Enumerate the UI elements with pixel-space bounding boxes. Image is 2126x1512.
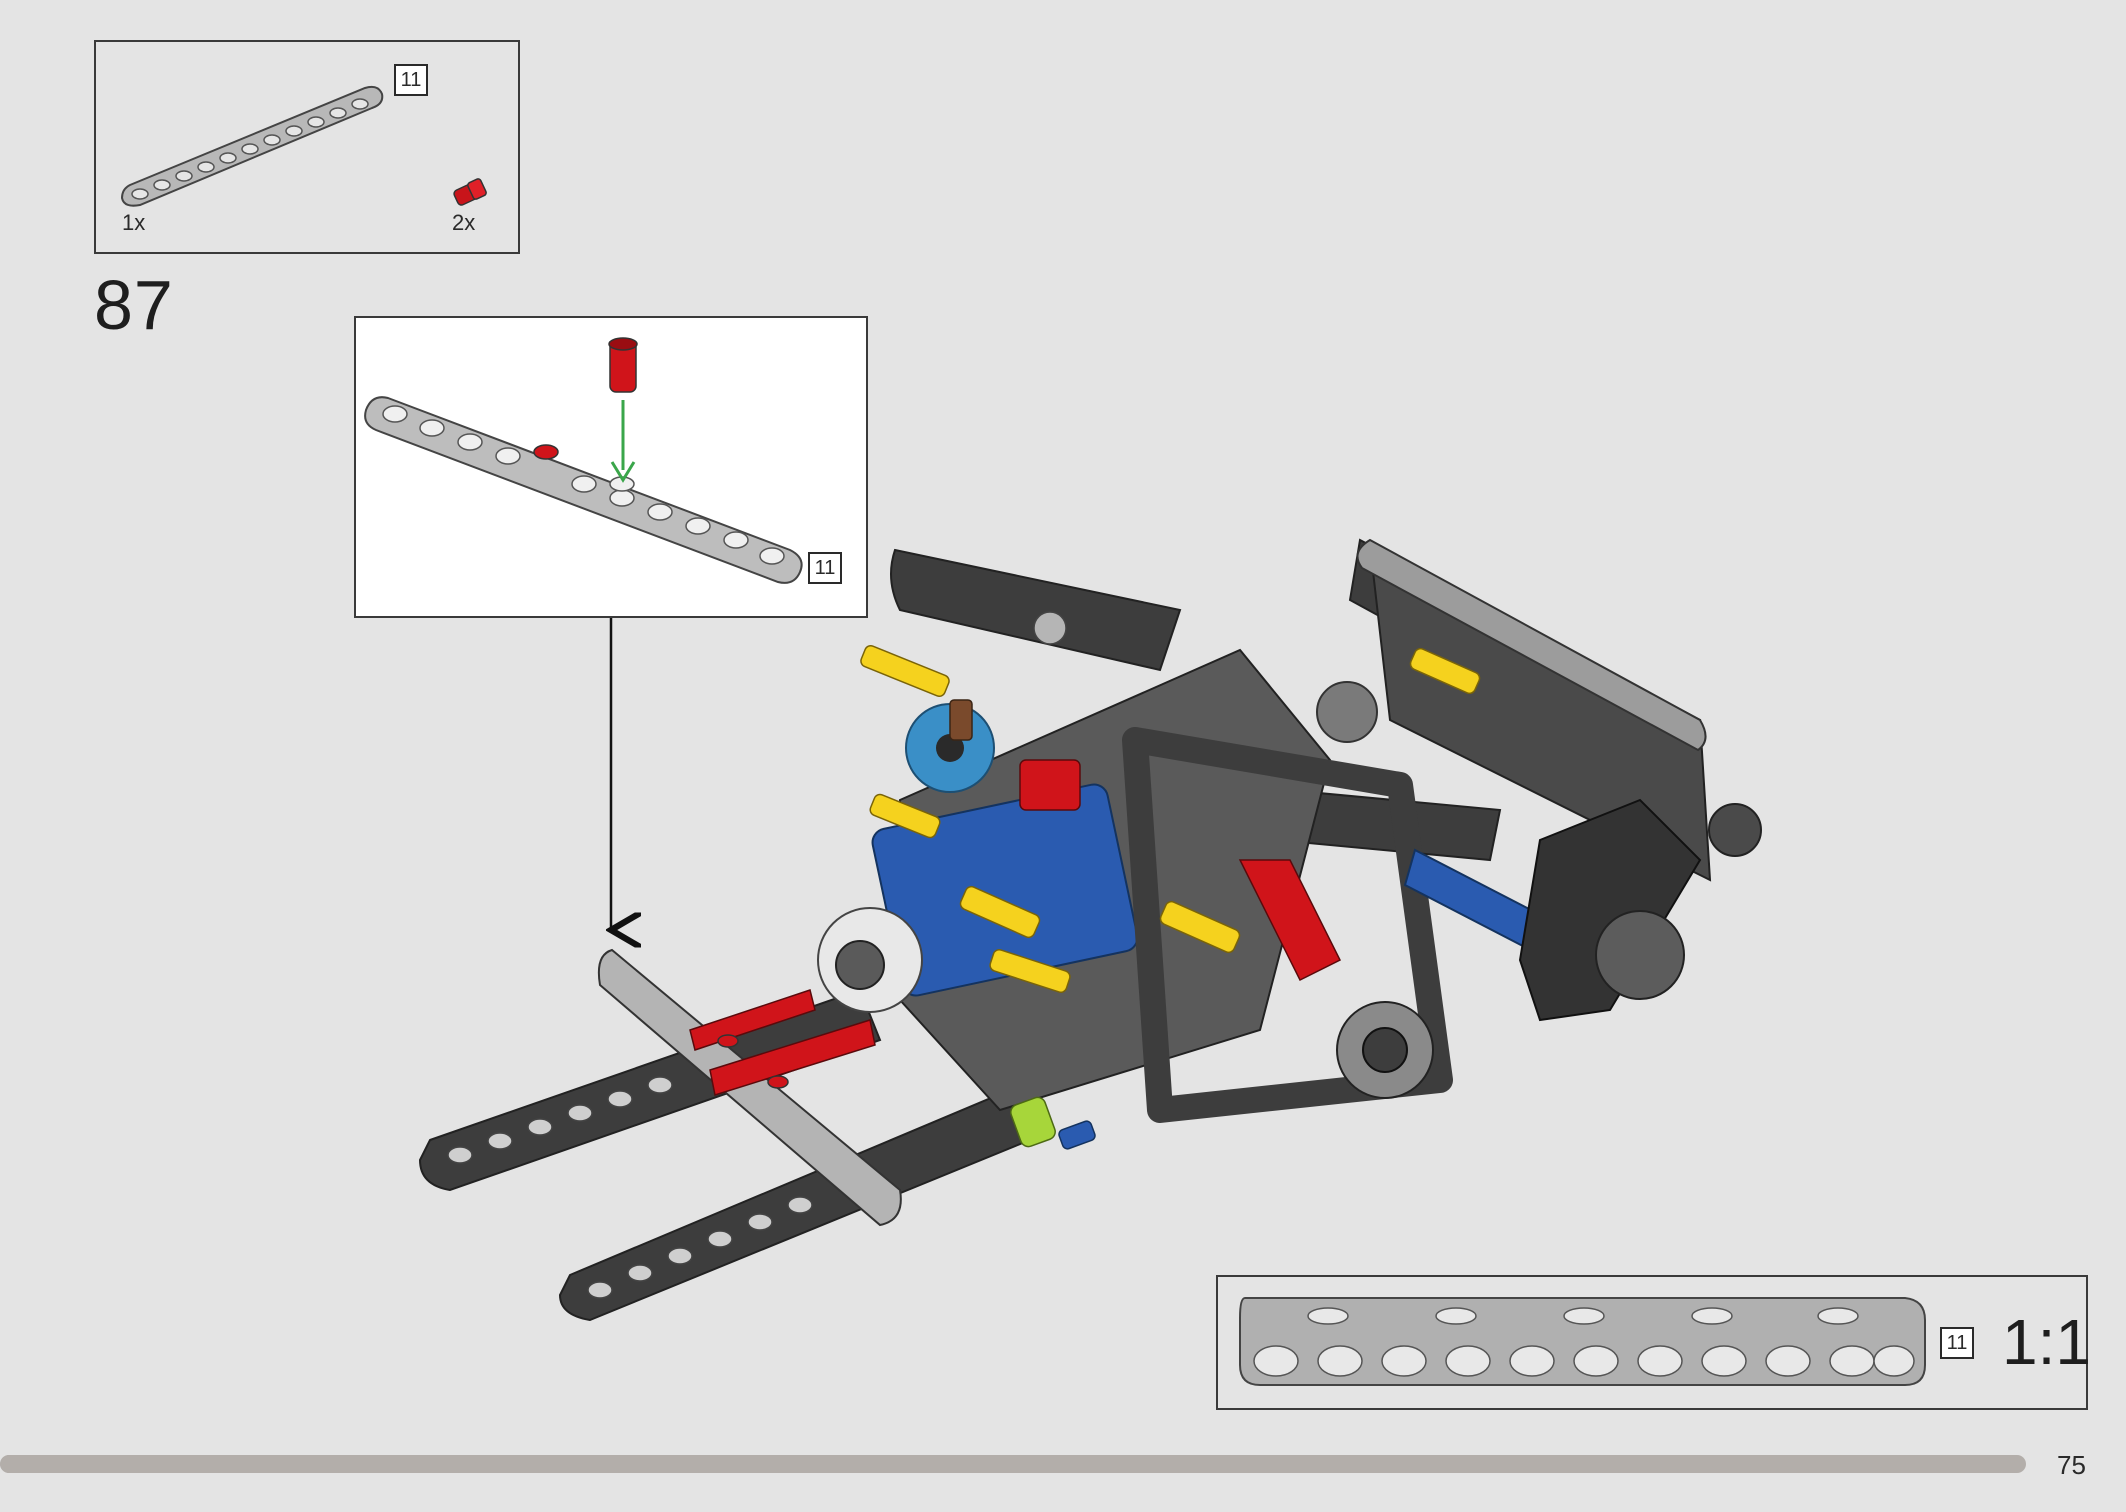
step-number: 87 [94, 266, 174, 344]
scale-label: 1:1 [2002, 1306, 2091, 1378]
length-badge: 11 [394, 64, 428, 96]
ruler-beam [1239, 1297, 1926, 1386]
main-model [418, 538, 1762, 1322]
part-quantity-pin: 2x [452, 210, 476, 235]
parts-beam-icon [120, 85, 384, 207]
part-quantity-beam: 1x [122, 210, 146, 235]
parts-list-box: 11 1x 2x [94, 40, 520, 254]
progress-fill [0, 1455, 1945, 1473]
progress-bar [0, 1455, 2026, 1473]
callout-beam-icon [364, 337, 803, 584]
page-number: 75 [2057, 1450, 2086, 1480]
callout-length-badge: 11 [808, 552, 842, 584]
parts-pin-icon [453, 178, 487, 206]
ruler-length-badge: 11 [1940, 1327, 1974, 1359]
